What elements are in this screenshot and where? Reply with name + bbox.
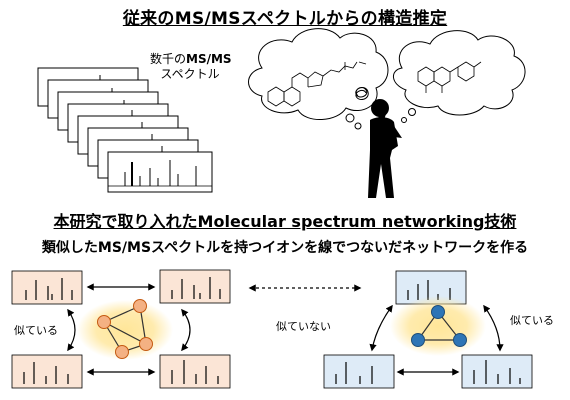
molecule-icon — [267, 61, 367, 107]
bidirectional-arrow-icon — [67, 283, 191, 376]
spectra-label-line2: スペクトル — [160, 67, 220, 81]
spectrum-card-front — [107, 151, 213, 193]
thought-cloud-icon — [248, 28, 389, 130]
network-node — [453, 333, 467, 347]
network-node — [97, 315, 111, 329]
network-graph-icon — [411, 305, 467, 347]
spectrum-box-orange — [159, 269, 231, 304]
network-node — [133, 299, 147, 313]
network-node — [115, 345, 129, 359]
spectrum-box-orange — [11, 270, 83, 305]
tangle-icon — [355, 87, 369, 100]
spectra-count-label: 数千のMS/MS スペクトル — [150, 52, 232, 82]
spectra-label-prefix: 数千の — [150, 52, 187, 66]
network-node — [411, 333, 425, 347]
spectrum-box-blue — [323, 354, 395, 389]
spectrum-box-orange — [159, 354, 231, 389]
person-thinking-icon — [368, 99, 402, 198]
bidirectional-arrow-icon — [369, 304, 504, 376]
label-similar-left: 似ている — [14, 324, 58, 337]
network-node — [431, 305, 445, 319]
network-node — [139, 337, 153, 351]
subtitle: 類似したMS/MSスペクトルを持つイオンを線でつないだネットワークを作る — [41, 240, 529, 256]
thought-cloud-icon — [393, 30, 526, 123]
title-bottom: 本研究で取り入れたMolecular spectrum networking技術 — [53, 212, 517, 231]
spectrum-box-orange — [11, 354, 83, 389]
spectra-label-bold: MS/MS — [186, 52, 232, 66]
network-graph-icon — [97, 299, 153, 359]
spectrum-box-blue — [461, 354, 533, 389]
stacked-spectra — [37, 67, 213, 193]
label-not-similar: 似ていない — [276, 320, 331, 333]
title-top: 従来のMS/MSスペクトルからの構造推定 — [122, 9, 448, 29]
molecule-icon — [417, 61, 482, 93]
label-similar-right: 似ている — [510, 314, 554, 327]
